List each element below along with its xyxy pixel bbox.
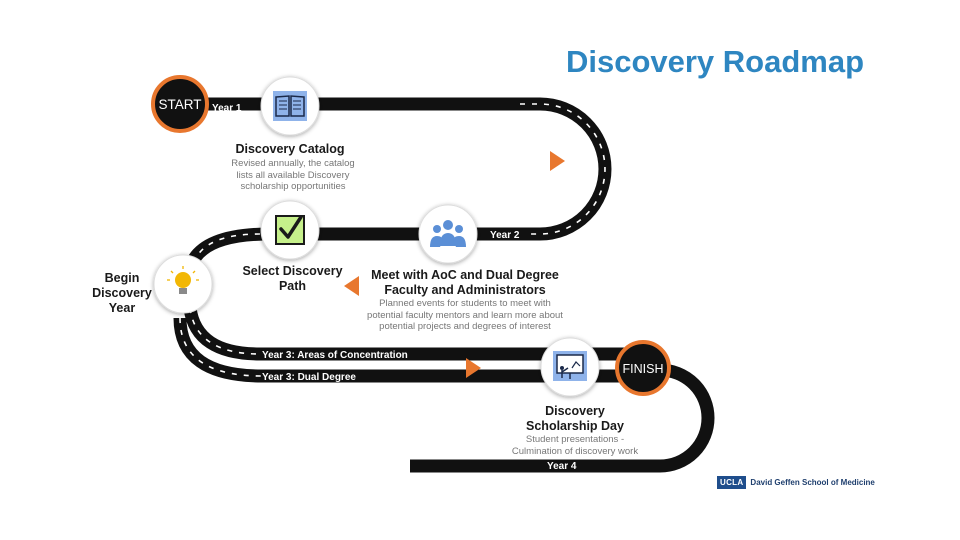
scholarship-day-desc: Student presentations - Culmination of d… [511,434,639,457]
checkbox-icon [275,215,305,245]
finish-marker: FINISH [615,340,671,396]
meet-node [418,204,478,264]
direction-arrow-left [344,276,359,296]
road-aoc [183,306,640,361]
scholarship-day-node [540,337,600,397]
road-year4 [410,363,715,473]
select-title: Select Discovery Path [242,264,343,293]
presentation-board-icon [553,351,587,381]
start-label: START [158,97,201,112]
lightbulb-icon [167,266,199,294]
school-name: David Geffen School of Medicine [750,478,875,487]
begin-title: Begin Discovery Year [92,271,152,315]
meet-desc: Planned events for students to meet with… [367,298,563,332]
year3-dual-label: Year 3: Dual Degree [262,372,356,383]
year4-label: Year 4 [547,461,577,472]
catalog-title: Discovery Catalog [235,142,345,156]
ucla-logo: UCLA David Geffen School of Medicine [717,476,875,489]
scholarship-day-title: Discovery Scholarship Day [526,404,624,433]
year2-label: Year 2 [490,230,520,241]
ucla-badge: UCLA [717,476,747,489]
direction-arrow-right [550,151,565,171]
page-title: Discovery Roadmap [565,44,865,79]
people-icon [430,220,466,247]
begin-node [153,254,213,314]
year3-aoc-label: Year 3: Areas of Concentration [262,350,408,361]
meet-title: Meet with AoC and Dual Degree Faculty an… [371,268,559,297]
catalog-desc: Revised annually, the catalog lists all … [231,158,355,192]
direction-arrow-right-2 [466,358,481,378]
book-icon [273,91,307,121]
road-year1-2 [180,97,612,271]
catalog-node [260,76,320,136]
year1-label: Year 1 [212,103,242,114]
start-marker: START [151,75,209,133]
select-node [260,200,320,260]
finish-label: FINISH [623,362,664,376]
